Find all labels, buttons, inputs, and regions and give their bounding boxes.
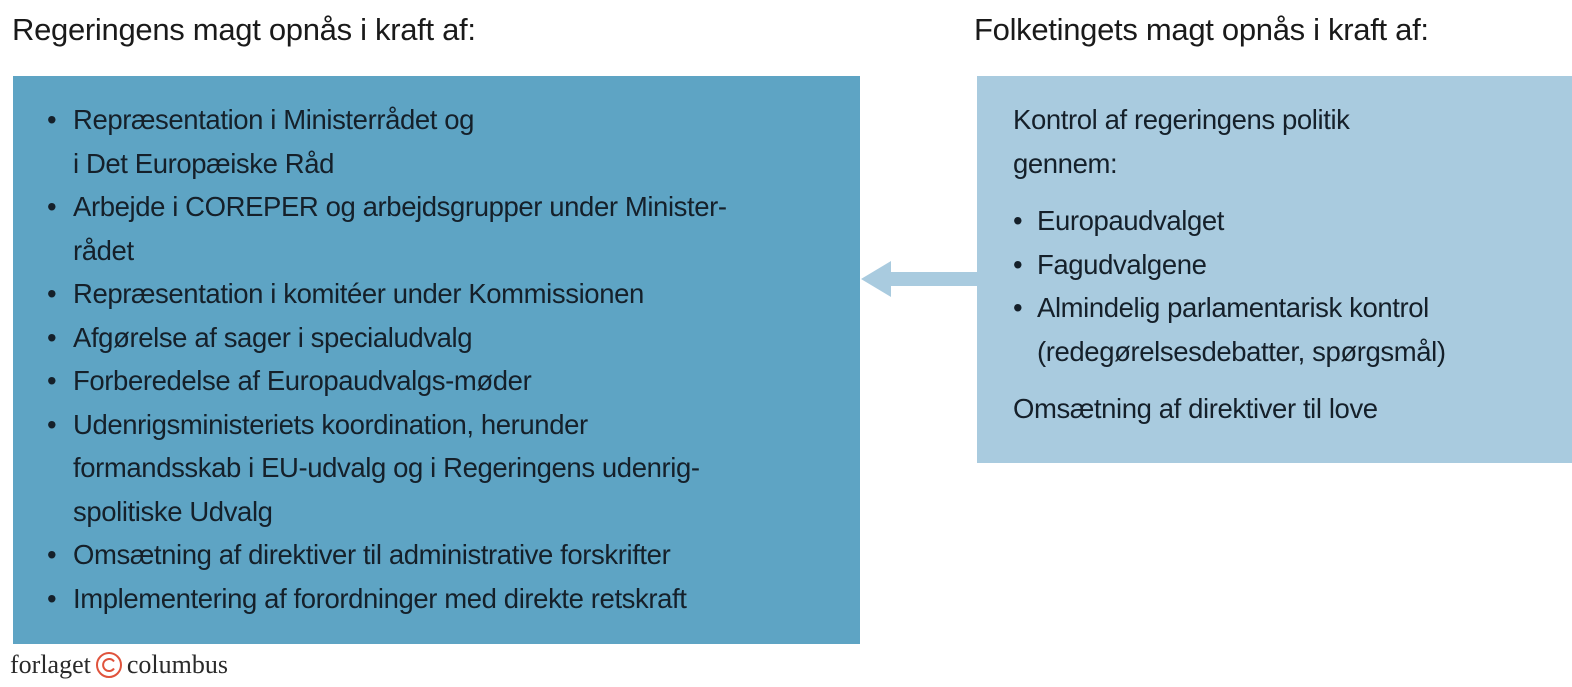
bullet-icon: •	[1013, 205, 1023, 236]
intro-line-1: Kontrol af regeringens politik	[1013, 104, 1350, 135]
list-item: • Arbejde i COREPER og arbejdsgrupper und…	[47, 185, 840, 272]
list-item: • Afgørelse af sager i specialudvalg	[47, 316, 840, 360]
list-item-line: Fagudvalgene	[1037, 248, 1207, 280]
bullet-icon: •	[47, 104, 57, 135]
government-power-list: • Repræsentation i Ministerrådet og i Det …	[47, 98, 840, 620]
bullet-icon: •	[47, 278, 57, 309]
list-item-line: Udenrigsministeriets koordination, herun…	[73, 408, 588, 440]
left-heading: Regeringens magt opnås i kraft af:	[12, 12, 476, 47]
publisher-logo: forlaget columbus	[10, 650, 228, 680]
bullet-icon: •	[1013, 248, 1023, 280]
bullet-icon: •	[47, 365, 57, 396]
list-item-line: Afgørelse af sager i specialudvalg	[73, 321, 473, 353]
copyright-icon	[95, 652, 122, 678]
right-heading: Folketingets magt opnås i kraft af:	[974, 12, 1429, 47]
list-item-line: rådet	[73, 234, 134, 266]
list-item-line: Europaudvalget	[1037, 205, 1225, 236]
bullet-icon: •	[47, 321, 57, 353]
list-item: • Repræsentation i komitéer under Kommiss…	[47, 272, 840, 316]
bullet-icon: •	[47, 582, 57, 614]
list-item-line: Repræsentation i komitéer under Kommissi…	[73, 278, 644, 309]
logo-word-left: forlaget	[10, 650, 91, 679]
bullet-icon: •	[47, 408, 57, 440]
list-item-line: Almindelig parlamentarisk kontrol	[1037, 292, 1429, 323]
list-item-line: formandsskab i EU-udvalg og i Regeringen…	[73, 452, 700, 483]
list-item-line: Repræsentation i Ministerrådet og	[73, 104, 475, 135]
list-item: • Implementering af forordninger med dire…	[47, 577, 840, 621]
list-item: • Almindelig parlamentarisk kontrol (redeg…	[1013, 286, 1552, 373]
list-item: • Forberedelse af Europaudvalgs-møder	[47, 359, 840, 403]
list-item: • Fagudvalgene	[1013, 243, 1552, 287]
logo-word-right: columbus	[126, 650, 228, 679]
list-item-line: spolitiske Udvalg	[73, 495, 273, 527]
list-item-line: Forberedelse af Europaudvalgs-møder	[73, 365, 532, 396]
list-item-line: Implementering af forordninger med direk…	[73, 582, 687, 614]
parliament-power-box: Kontrol af regeringens politik gennem: •…	[977, 76, 1572, 463]
parliament-power-list: • Europaudvalget • Fagudvalgene • Almindelig …	[1013, 199, 1552, 373]
bullet-icon: •	[47, 539, 57, 570]
intro-line-2: gennem:	[1013, 147, 1118, 179]
outro-text: Omsætning af direktiver til love	[1013, 393, 1378, 424]
list-item: • Europaudvalget	[1013, 199, 1552, 243]
list-item: • Repræsentation i Ministerrådet og i Det …	[47, 98, 840, 185]
government-power-box: • Repræsentation i Ministerrådet og i Det …	[13, 76, 860, 644]
arrow-left-icon	[861, 261, 979, 297]
bullet-icon: •	[47, 191, 57, 222]
list-item-line: Omsætning af direktiver til administrati…	[73, 539, 671, 570]
list-item-line: (redegørelsesdebatter, spørgsmål)	[1037, 335, 1446, 367]
list-item-line: i Det Europæiske Råd	[73, 147, 335, 179]
list-item: • Omsætning af direktiver til administrat…	[47, 533, 840, 577]
list-item-line: Arbejde i COREPER og arbejdsgrupper unde…	[73, 191, 727, 222]
bullet-icon: •	[1013, 292, 1023, 323]
list-item: • Udenrigsministeriets koordination, heru…	[47, 403, 840, 534]
